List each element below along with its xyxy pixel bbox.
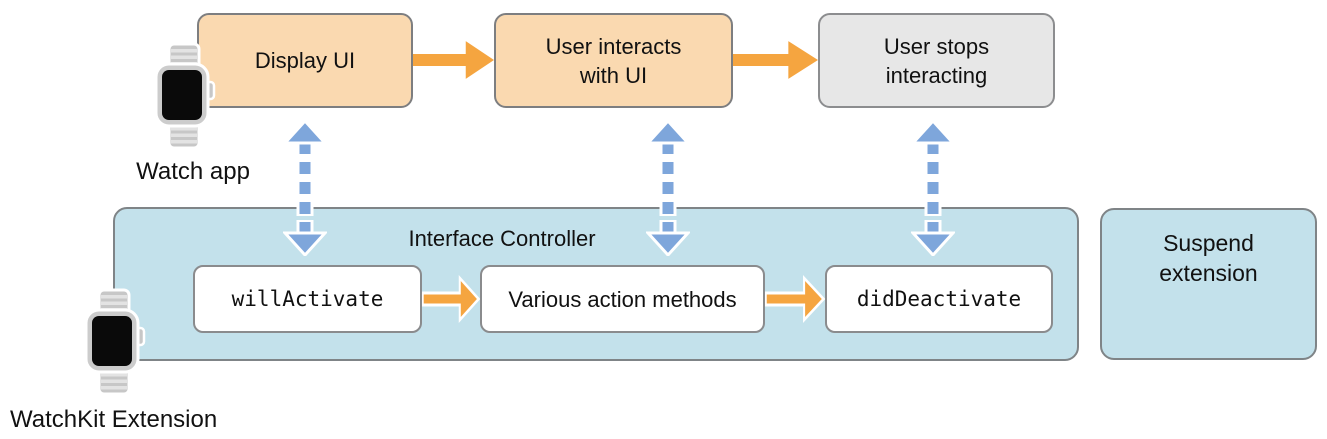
flow-arrow-icon xyxy=(733,41,818,79)
flow-arrow-icon xyxy=(422,275,480,323)
interface-controller-title: Interface Controller xyxy=(408,226,596,251)
flow-arrow-icon xyxy=(765,275,825,323)
watch-app-label: Watch app xyxy=(136,158,250,185)
sync-arrow-icon xyxy=(646,120,690,256)
suspend-extension-box: Suspend extension xyxy=(1100,208,1317,360)
display-ui-label: Display UI xyxy=(254,48,356,73)
action-methods-box: Various action methods xyxy=(480,265,765,333)
will-activate-box: willActivate xyxy=(193,265,422,333)
action-methods-label: Various action methods xyxy=(508,286,737,312)
watchkit-extension-label: WatchKit Extension xyxy=(10,406,218,433)
user-interacts-label: User interacts with UI xyxy=(545,33,682,88)
user-stops-label: User stops interacting xyxy=(883,33,990,88)
sync-arrow-icon xyxy=(911,120,955,256)
will-activate-label: willActivate xyxy=(231,286,384,311)
did-deactivate-box: didDeactivate xyxy=(825,265,1053,333)
flow-arrow-icon xyxy=(413,41,494,79)
display-ui-box: Display UI xyxy=(197,13,413,108)
user-stops-box: User stops interacting xyxy=(818,13,1055,108)
suspend-extension-label: Suspend extension xyxy=(1159,230,1258,286)
apple-watch-icon xyxy=(154,42,216,150)
did-deactivate-label: didDeactivate xyxy=(856,286,1022,311)
apple-watch-icon xyxy=(84,288,146,396)
sync-arrow-icon xyxy=(283,120,327,256)
user-interacts-box: User interacts with UI xyxy=(494,13,733,108)
